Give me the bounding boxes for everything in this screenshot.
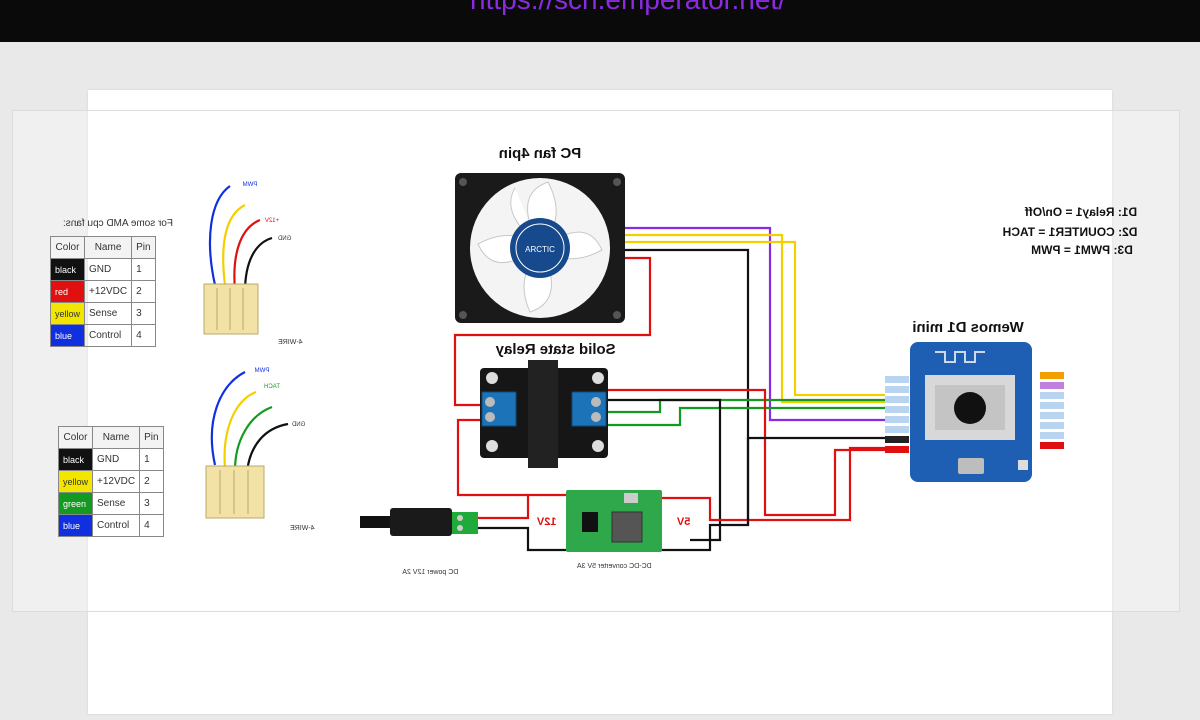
name-cell: GND [92,448,141,471]
fan-brand-label: ARCTIC [525,245,555,254]
mcu-note-1: D1: Relay1 = On/Off [1024,205,1137,219]
wire-conn-top-red [233,218,261,291]
pin-cell: 3 [131,302,156,325]
name-cell: +12VDC [84,280,133,303]
wire-relay-green [608,398,885,414]
pin-cell: 2 [131,280,156,303]
color-cell: yellow [57,470,94,493]
wire-conn-bot-yellow [223,390,257,469]
color-cell: blue [57,514,94,537]
wire-conn-bot-blue [210,371,246,466]
fan-connector-top [203,283,259,335]
table-header-name: Name [84,236,133,259]
pin-cell: 1 [131,258,156,281]
dc-power-jack [360,508,478,536]
wire-5v-red [660,446,885,522]
wire-dc-red [478,493,570,520]
solid-state-relay [480,360,608,468]
wire-conn-bot-green [233,405,273,471]
name-cell: Sense [92,492,141,515]
color-cell: black [49,258,86,281]
wire-fan-yellow2 [625,240,885,397]
wire-conn-bot-black [245,422,289,473]
wire-conn-top-blue [208,185,231,286]
name-cell: Control [84,324,133,347]
wire-relay-red-in [456,418,528,497]
name-cell: +12VDC [92,470,141,493]
wemos-d1-mini [910,342,1032,482]
mcu-title: Wemos D1 mini [912,319,1023,336]
mcu-note-2: D2: COUNTER1 = TACH [1003,225,1138,239]
conn-top-wire-pwm: PWM [243,182,258,188]
conn-bot-wire-gnd: GND [291,422,305,428]
wire-relay-red-out [608,388,885,517]
dc-power-label: DC power 12V 2A [402,569,458,576]
dc-dc-converter [566,490,662,552]
color-cell: yellow [49,302,86,325]
color-cell: blue [49,324,86,347]
wire-fan-red [453,256,652,407]
wire-fan-black [625,248,750,525]
conn-bot-wire-tach: TACH [264,384,280,390]
pc-fan [455,173,625,323]
converter-label: DC-DC converter 5V 3A [577,563,652,570]
connector-bottom-label: 4-WIRE [290,525,315,532]
url-text: https://sch.emperator.net/ [470,0,786,16]
pin-cell: 1 [139,448,164,471]
table-header-name: Name [92,426,141,449]
color-cell: green [57,492,94,515]
name-cell: Control [92,514,141,537]
conn-top-wire-12v: +12V [265,218,279,224]
table-header-color: Color [49,236,86,259]
relay-title: Solid state Relay [495,341,616,358]
name-cell: Sense [84,302,133,325]
amd-note: For some AMD cpu fans: [63,218,173,229]
top-bar: https://sch.emperator.net/ [0,0,1200,42]
wire-dc-black [478,526,570,552]
color-cell: black [57,448,94,471]
pin-cell: 4 [131,324,156,347]
table-header-pin: Pin [139,426,164,449]
conn-bot-wire-pwm: PWM [255,368,270,374]
name-cell: GND [84,258,133,281]
fan-connector-bottom [205,465,265,519]
mcu-note-3: D3: PWM1 = PWM [1031,243,1133,257]
pin-cell: 4 [139,514,164,537]
wire-conn-top-yellow [222,204,246,286]
color-cell: red [49,280,86,303]
wires [208,185,885,552]
fan-title: PC fan 4pin [499,145,582,162]
wire-fan-yellow [625,233,885,404]
pin-cell: 2 [139,470,164,493]
wire-fan-purple [625,226,885,422]
pin-cell: 3 [139,492,164,515]
table-header-pin: Pin [131,236,156,259]
label-12v: 12V [536,516,556,528]
wire-relay-black [608,398,722,542]
wire-relay-green2 [608,406,885,427]
connector-top-label: 4-WIRE [278,339,303,346]
mcu-pin-labels [885,372,1064,453]
label-5v: 5V [676,516,690,528]
table-header-color: Color [57,426,94,449]
wire-5v-black [660,436,885,552]
conn-top-wire-gnd: GND [277,236,291,242]
